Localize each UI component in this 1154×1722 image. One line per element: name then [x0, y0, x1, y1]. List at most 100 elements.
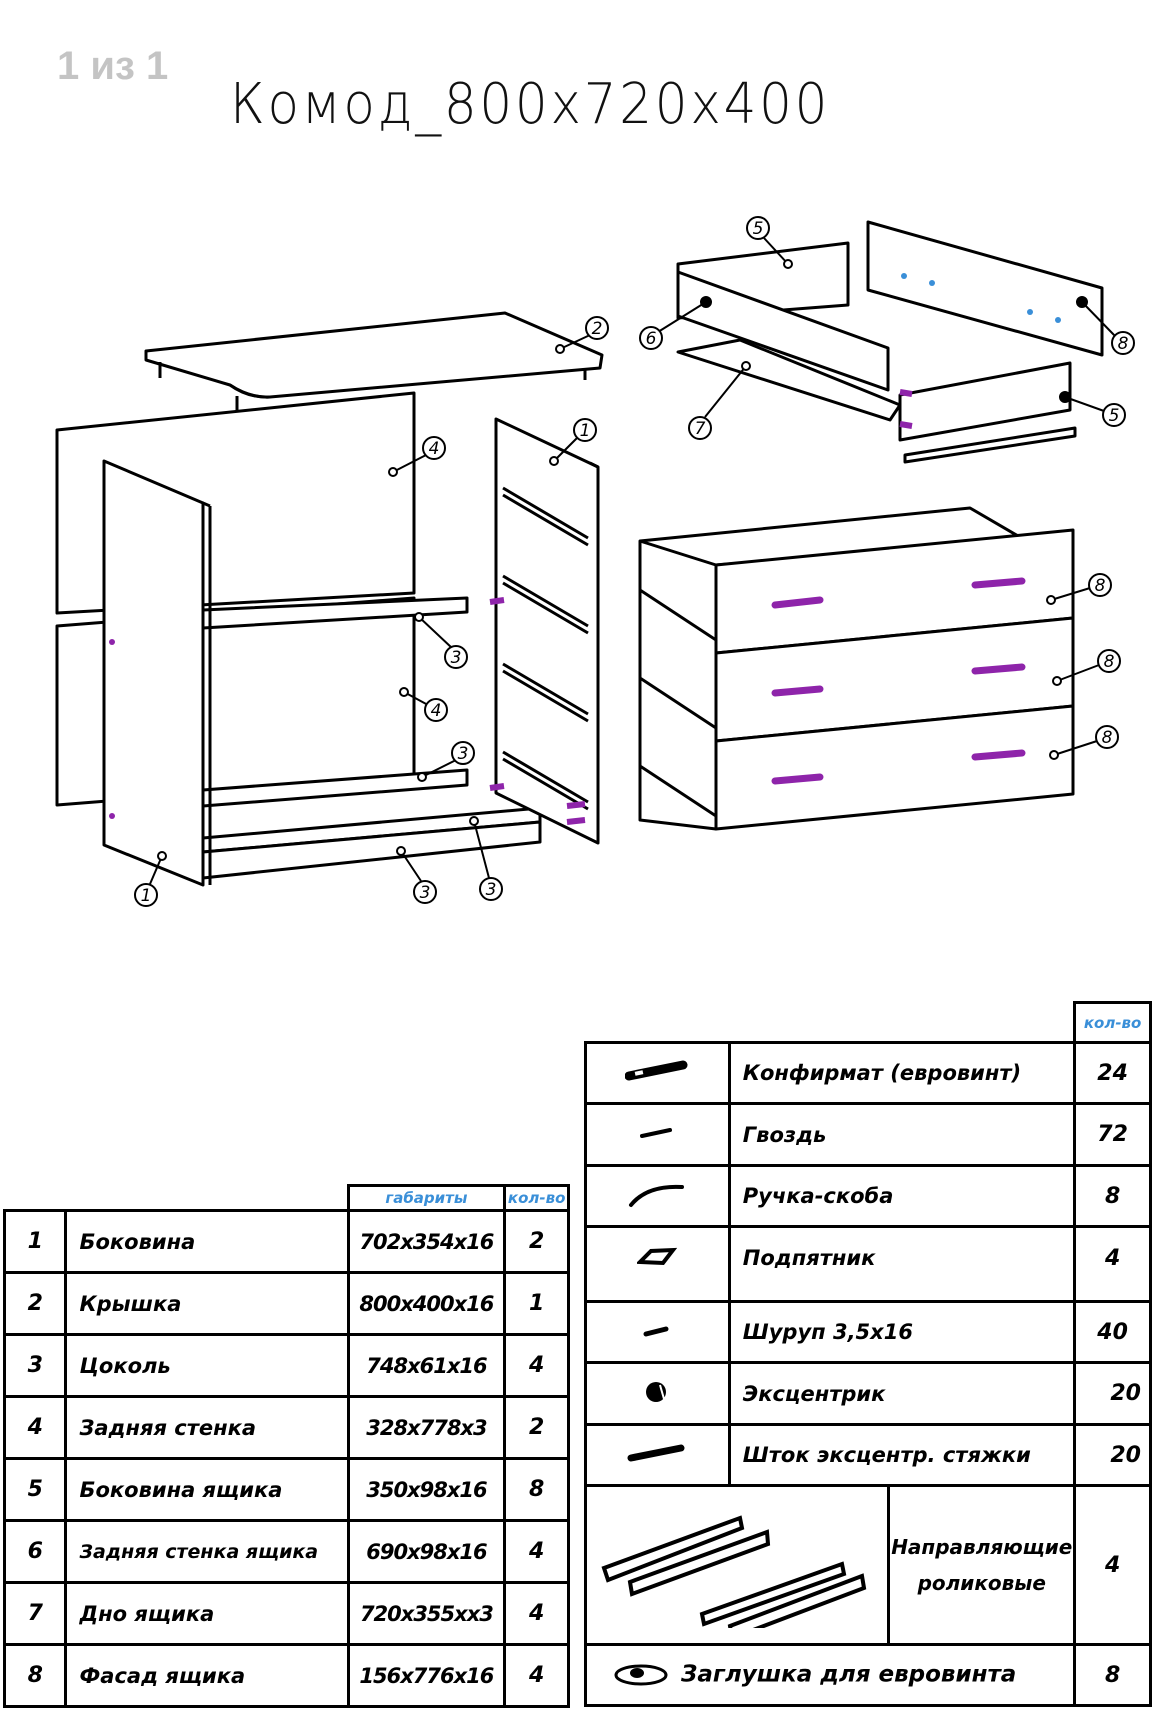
table-row: Ручка-скоба 8 [584, 1164, 1152, 1228]
callout: 1 [549, 418, 597, 466]
eccentric-rod-icon [584, 1423, 731, 1487]
part-quantity: 1 [503, 1271, 570, 1336]
part-name: Боковина [64, 1209, 350, 1274]
svg-text:6: 6 [646, 329, 657, 349]
part-number: 1 [2, 1209, 68, 1274]
hardware-table: кол-во Конфирмат (евровинт) 24 Гвоздь 72… [583, 1001, 1152, 1707]
callouts: 2 4 1 3 4 3 1 3 3 5 6 7 8 5 8 8 8 [134, 216, 1135, 907]
callout: 4 [388, 436, 446, 477]
svg-text:5: 5 [1109, 406, 1120, 426]
part-number: 5 [2, 1457, 68, 1522]
part-quantity: 4 [503, 1643, 570, 1708]
hardware-quantity: 4 [1073, 1484, 1152, 1646]
part-name: Боковина ящика [64, 1457, 350, 1522]
part-name: Дно ящика [64, 1581, 350, 1646]
assembly-drawing: 2 4 1 3 4 3 1 3 3 5 6 7 8 5 8 8 8 [55, 216, 1135, 907]
page-counter: 1 из 1 [57, 44, 169, 88]
hardware-name: Конфирмат (евровинт) [727, 1041, 1077, 1105]
svg-text:8: 8 [1102, 728, 1113, 748]
drawers [638, 506, 1075, 831]
part-quantity: 2 [503, 1209, 570, 1274]
callout: 3 [417, 741, 475, 782]
callout: 6 [639, 296, 712, 350]
top-panel [144, 311, 604, 410]
nail-icon [584, 1102, 731, 1167]
header-quantity: кол-во [503, 1184, 570, 1212]
part-quantity: 8 [503, 1457, 570, 1522]
screw-icon [584, 1300, 731, 1364]
header-dimensions: габариты [346, 1184, 507, 1212]
hardware-quantity: 20 [1073, 1361, 1152, 1426]
svg-text:8: 8 [1095, 576, 1106, 596]
callout: 4 [399, 687, 448, 722]
part-dimensions: 800x400x16 [346, 1271, 507, 1336]
callout: 2 [555, 316, 609, 354]
svg-text:5: 5 [753, 219, 764, 239]
hardware-name: Эксцентрик [727, 1361, 1077, 1426]
svg-text:3: 3 [486, 880, 497, 900]
table-row: Подпятник 4 [584, 1225, 1152, 1303]
callout: 3 [469, 816, 503, 901]
part-dimensions: 328x778x3 [346, 1395, 507, 1460]
hardware-quantity: 8 [1073, 1643, 1152, 1707]
svg-text:8: 8 [1104, 652, 1115, 672]
part-name: Задняя стенка ящика [64, 1519, 350, 1584]
table-row: Шток эксцентр. стяжки 20 [584, 1423, 1152, 1487]
roller-rails-icon [583, 1484, 891, 1646]
rails-name-line1: Направляющие [891, 1535, 1073, 1559]
hardware-name: Гвоздь [727, 1102, 1077, 1167]
part-number: 8 [2, 1643, 68, 1708]
table-row: Шуруп 3,5x16 40 [584, 1300, 1152, 1364]
part-dimensions: 702x354x16 [346, 1209, 507, 1274]
callout: 5 [746, 216, 793, 269]
part-quantity: 4 [503, 1581, 570, 1646]
part-quantity: 2 [503, 1395, 570, 1460]
hardware-quantity: 4 [1073, 1225, 1152, 1303]
part-number: 6 [2, 1519, 68, 1584]
part-dimensions: 690x98x16 [346, 1519, 507, 1584]
part-number: 3 [2, 1333, 68, 1398]
svg-text:1: 1 [141, 886, 152, 906]
callout: 8 [1076, 296, 1135, 355]
drawer-parts [676, 220, 1104, 464]
part-dimensions: 748x61x16 [346, 1333, 507, 1398]
part-name: Задняя стенка [64, 1395, 350, 1460]
svg-text:1: 1 [580, 421, 591, 441]
screw-cap-row: Заглушка для евровинта [583, 1643, 1077, 1707]
screw-cap-icon [614, 1664, 668, 1686]
hardware-quantity: 20 [1073, 1423, 1152, 1487]
eccentric-icon [584, 1361, 731, 1426]
callout: 8 [1046, 573, 1112, 605]
part-number: 7 [2, 1581, 68, 1646]
drawing-title: Комод_800x720x400 [230, 72, 831, 137]
foot-pad-icon [584, 1225, 731, 1303]
hardware-name: Шток эксцентр. стяжки [727, 1423, 1077, 1487]
hardware-name: Ручка-скоба [727, 1164, 1077, 1228]
table-row: Конфирмат (евровинт) 24 [584, 1041, 1152, 1105]
hardware-name: Заглушка для евровинта [681, 1661, 1017, 1688]
hardware-name: Подпятник [727, 1225, 1077, 1303]
part-name: Фасад ящика [64, 1643, 350, 1708]
rails-name: Направляющие роликовые [887, 1484, 1077, 1646]
part-name: Крышка [64, 1271, 350, 1336]
svg-text:7: 7 [695, 419, 706, 439]
table-row: Направляющие роликовые 4 [583, 1484, 1152, 1646]
svg-text:2: 2 [592, 319, 603, 339]
svg-text:8: 8 [1118, 334, 1129, 354]
hardware-name: Шуруп 3,5x16 [727, 1300, 1077, 1364]
table-row: Эксцентрик 20 [584, 1361, 1152, 1426]
hardware-quantity: 72 [1073, 1102, 1152, 1167]
right-side-panel [489, 417, 600, 845]
callout: 8 [1052, 649, 1121, 686]
part-dimensions: 720x355xx3 [346, 1581, 507, 1646]
part-dimensions: 156x776x16 [346, 1643, 507, 1708]
callout: 1 [134, 851, 167, 907]
table-row: Гвоздь 72 [584, 1102, 1152, 1167]
part-name: Цоколь [64, 1333, 350, 1398]
